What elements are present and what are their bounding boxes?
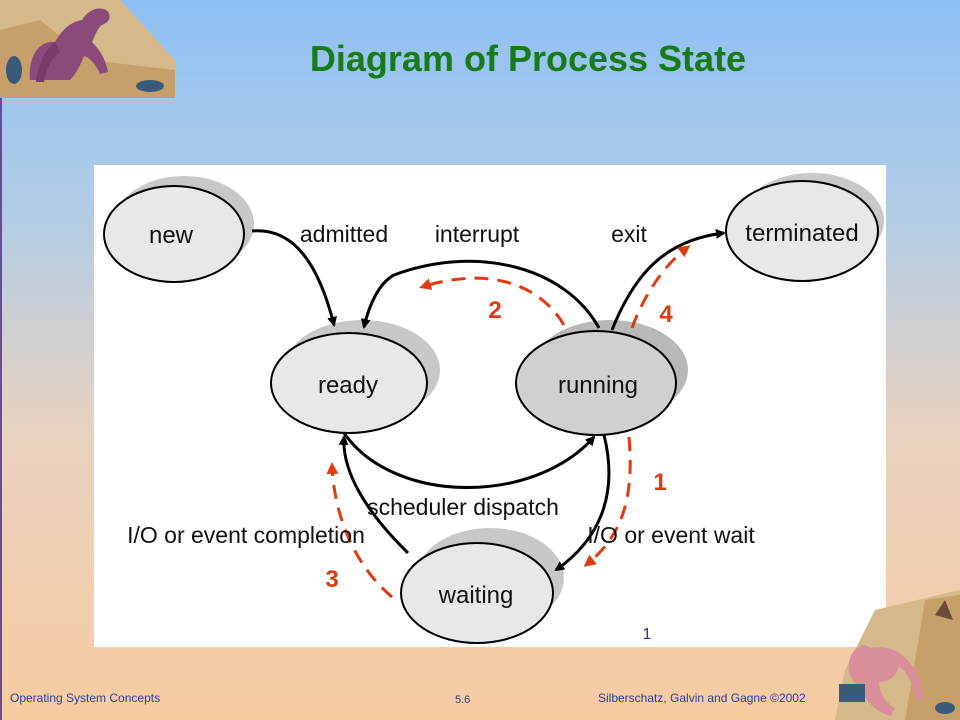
step-arrow-4 (630, 245, 691, 329)
state-waiting: waiting (400, 528, 564, 644)
step-arrow-1 (583, 436, 632, 567)
arrow-io-completion (338, 435, 410, 555)
label-exit: exit (611, 221, 647, 247)
arrow-io-wait (554, 434, 611, 572)
process-state-diagram: new terminated ready running waiting (94, 165, 886, 647)
arrow-scheduler-dispatch (342, 432, 596, 489)
state-terminated-label: terminated (745, 220, 858, 247)
step-arrow-2 (419, 276, 566, 326)
state-new-label: new (149, 222, 194, 249)
left-border (0, 0, 2, 720)
footer-book-title: Operating System Concepts (10, 691, 161, 705)
step-label-4: 4 (659, 301, 673, 328)
state-new: new (103, 176, 254, 283)
arrow-interrupt (360, 259, 601, 329)
label-interrupt: interrupt (435, 221, 520, 247)
step-label-2: 2 (488, 297, 501, 324)
state-ready-label: ready (318, 372, 378, 399)
label-io-completion: I/O or event completion (127, 522, 365, 548)
step-arrow-3 (326, 462, 393, 599)
dinosaur-icon (0, 0, 175, 98)
state-waiting-label: waiting (438, 582, 514, 609)
state-terminated: terminated (725, 173, 884, 282)
page-note: 1 (643, 626, 652, 643)
dinosaur-icon (835, 590, 960, 720)
label-io-wait: I/O or event wait (587, 522, 755, 548)
slide-title: Diagram of Process State (309, 38, 747, 79)
step-label-3: 3 (325, 566, 338, 593)
state-ready: ready (270, 320, 440, 434)
footer-page-number: 5.6 (455, 694, 471, 706)
arrow-admitted (251, 229, 337, 327)
arrow-exit (610, 228, 726, 331)
state-running-label: running (558, 372, 638, 399)
label-admitted: admitted (300, 221, 388, 247)
step-label-1: 1 (653, 469, 666, 496)
state-running: running (515, 320, 688, 436)
label-scheduler-dispatch: scheduler dispatch (367, 494, 559, 520)
footer-authors: Silberschatz, Galvin and Gagne ©2002 (598, 691, 806, 705)
